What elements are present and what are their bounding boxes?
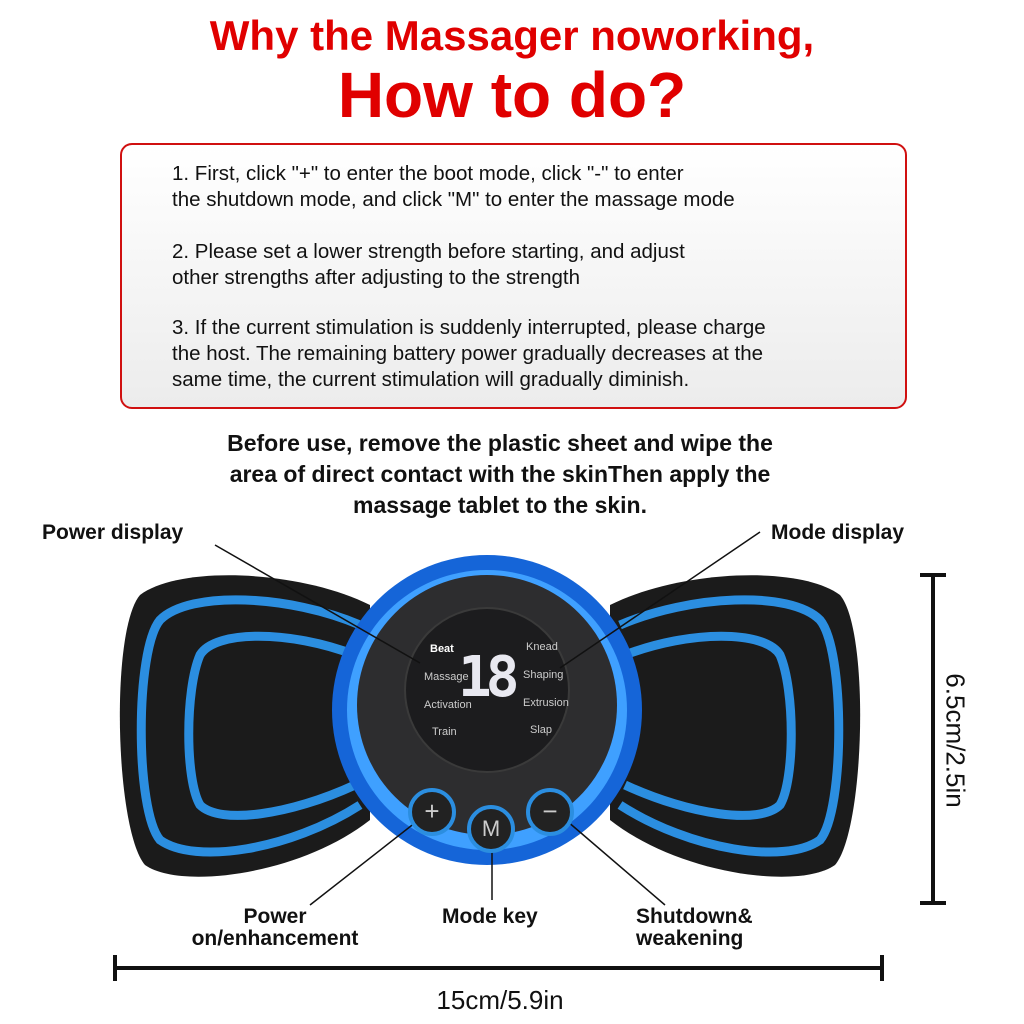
mode-slap: Slap [530, 724, 553, 736]
level-display: 18 [458, 645, 519, 710]
mode-activation: Activation [424, 699, 472, 711]
instruction-3: 3. If the current stimulation is suddenl… [172, 316, 766, 391]
mode-shaping: Shaping [523, 669, 564, 681]
plus-button[interactable]: + [408, 788, 456, 836]
mode-extrusion: Extrusion [523, 697, 569, 709]
instruction-2: 2. Please set a lower strength before st… [172, 240, 685, 289]
mode-train: Train [432, 726, 457, 738]
dimension-lines [113, 573, 946, 981]
callout-lines [214, 531, 761, 906]
label-shutdown: Shutdown& weakening [636, 905, 753, 950]
label-power-on: Power on/enhancement [191, 905, 359, 950]
before-use-note: Before use, remove the plastic sheet and… [227, 430, 773, 518]
width-dimension: 15cm/5.9in [436, 985, 564, 1015]
label-mode-key: Mode key [442, 905, 538, 928]
mode-beat: Beat [430, 643, 454, 655]
title-line1: Why the Massager noworking, [209, 12, 815, 59]
instruction-1: 1. First, click "+" to enter the boot mo… [172, 162, 735, 211]
left-wing [119, 575, 370, 877]
display-screen [404, 607, 570, 773]
minus-button[interactable]: − [526, 788, 574, 836]
label-power-display: Power display [42, 521, 184, 544]
instructions-box: 1. First, click "+" to enter the boot mo… [120, 143, 907, 409]
mode-button[interactable]: M [467, 805, 515, 853]
mode-massage: Massage [424, 671, 469, 683]
right-wing [610, 575, 861, 877]
mode-knead: Knead [526, 641, 558, 653]
label-mode-display: Mode display [771, 521, 905, 544]
title-line2: How to do? [337, 59, 687, 131]
height-dimension: 6.5cm/2.5in [940, 673, 971, 808]
